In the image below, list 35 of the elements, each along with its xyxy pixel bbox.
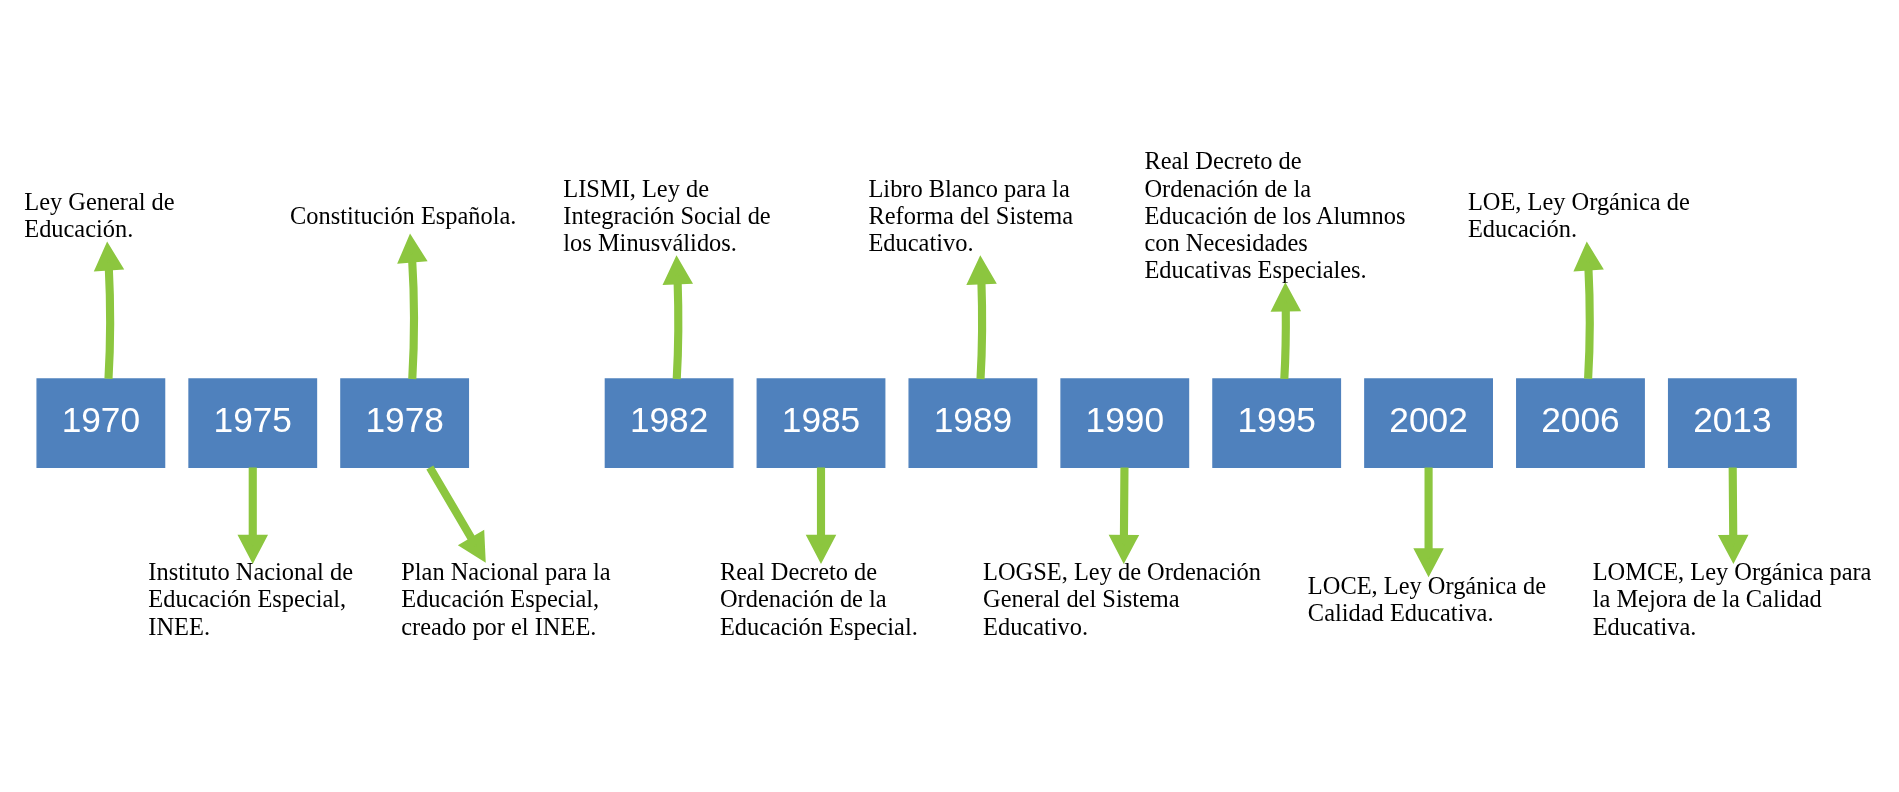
node-text: Ley General de Educación. (24, 188, 175, 243)
node-text: Real Decreto de Ordenación de la Educación Especial. (719, 558, 918, 640)
node-text: LOE, Ley Orgánica de Educación. (1467, 188, 1690, 243)
node-text: Plan Nacional para la Educación Especial, creado por el INEE. (401, 558, 611, 640)
node-box: 2013 (1667, 378, 1797, 468)
node-box: 2006 (1516, 378, 1645, 468)
node-text: LOCE, Ley Orgánica de Calidad Educativa. (1307, 571, 1546, 626)
node-text: Constitución Española. (290, 201, 517, 229)
arrow (237, 467, 269, 564)
node-box: 1995 (1212, 378, 1342, 468)
node-text: LISMI, Ley de Integración Social de los Minusválidos. (563, 174, 771, 256)
arrow (662, 255, 694, 380)
arrow (1717, 467, 1749, 564)
node-box: 1975 (188, 378, 318, 468)
arrow (805, 467, 837, 564)
node-text: Instituto Nacional de Educación Especial, INEE. (148, 558, 354, 640)
node-text: LOMCE, Ley Orgánica para la Mejora de la Calidad Educativa. (1592, 558, 1872, 640)
arrow (1573, 241, 1604, 380)
node-box: 2002 (1364, 378, 1493, 468)
node-box: 1985 (756, 378, 886, 468)
node-box: 1978 (340, 378, 470, 468)
node-text: Real Decreto de Ordenación de la Educación de los Alumnos con Necesidades Educativas Especiales. (1144, 147, 1406, 283)
node-text: LOGSE, Ley de Ordenación General del Sistema Educativo. (983, 558, 1261, 640)
arrow (1413, 467, 1444, 578)
node-text: Libro Blanco para la Reforma del Sistema Educativo. (868, 174, 1074, 256)
arrow (966, 255, 997, 380)
arrow (1270, 282, 1302, 380)
arrow (93, 241, 125, 380)
node-box: 1990 (1060, 378, 1190, 468)
arrow (1108, 467, 1140, 564)
node-box: 1989 (908, 378, 1038, 468)
node-box: 1970 (36, 378, 166, 468)
node-box: 1982 (604, 378, 734, 468)
arrow (426, 465, 486, 563)
arrow (397, 233, 428, 380)
